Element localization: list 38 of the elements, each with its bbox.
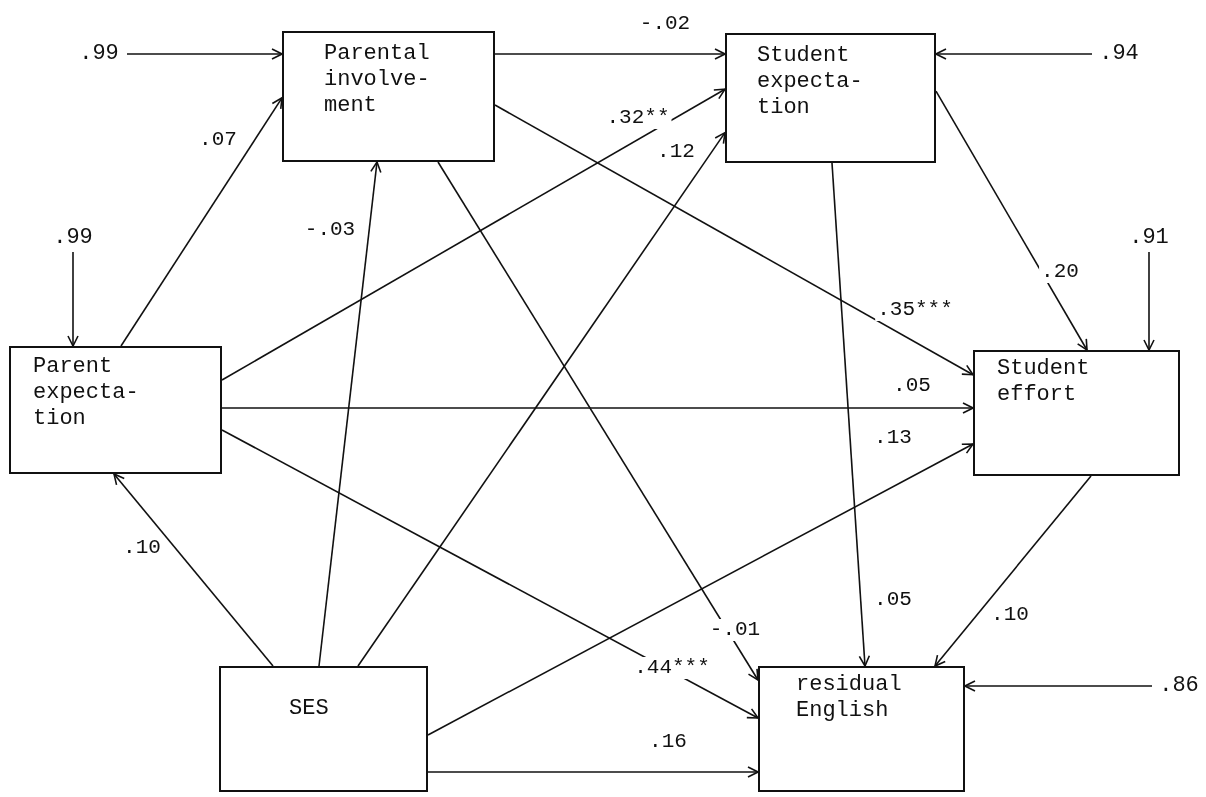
residual-value: .91 [1122, 224, 1176, 252]
residual-value: .99 [72, 40, 126, 68]
path-arrow [1143, 251, 1155, 351]
variable-box [758, 666, 965, 792]
path-arrow [427, 443, 974, 736]
path-arrow [357, 131, 726, 667]
path-arrow [221, 429, 759, 719]
variable-box [9, 346, 222, 474]
path-arrow [221, 402, 974, 414]
variable-box [219, 666, 428, 792]
residual-value: .94 [1092, 40, 1146, 68]
variable-name: Student expecta- tion [757, 43, 864, 121]
path-arrow [935, 90, 1088, 351]
path-arrow [935, 48, 1093, 60]
variable-name: Parent expecta- tion [33, 354, 140, 432]
variable-name: Student effort [997, 356, 1091, 408]
path-arrow [120, 97, 283, 347]
path-arrow [831, 162, 871, 667]
path-arrow [494, 104, 974, 376]
path-arrow [113, 473, 274, 667]
path-arrow [221, 88, 726, 381]
path-arrow [494, 48, 726, 60]
variable-name: residual English [796, 672, 903, 724]
path-coefficient: .20 [1039, 261, 1081, 283]
path-arrow [318, 161, 382, 667]
variable-name: Parental involve- ment [324, 41, 431, 119]
residual-value: .86 [1152, 672, 1206, 700]
path-arrow [126, 48, 283, 60]
residual-value: .99 [46, 224, 100, 252]
path-arrow [427, 766, 759, 778]
variable-box [725, 33, 936, 163]
variable-name: SES [289, 696, 330, 722]
path-arrow [934, 475, 1092, 667]
path-arrow [67, 251, 79, 347]
variable-box [282, 31, 495, 162]
path-arrow [437, 161, 759, 681]
variable-box [973, 350, 1180, 476]
path-arrow [964, 680, 1153, 692]
